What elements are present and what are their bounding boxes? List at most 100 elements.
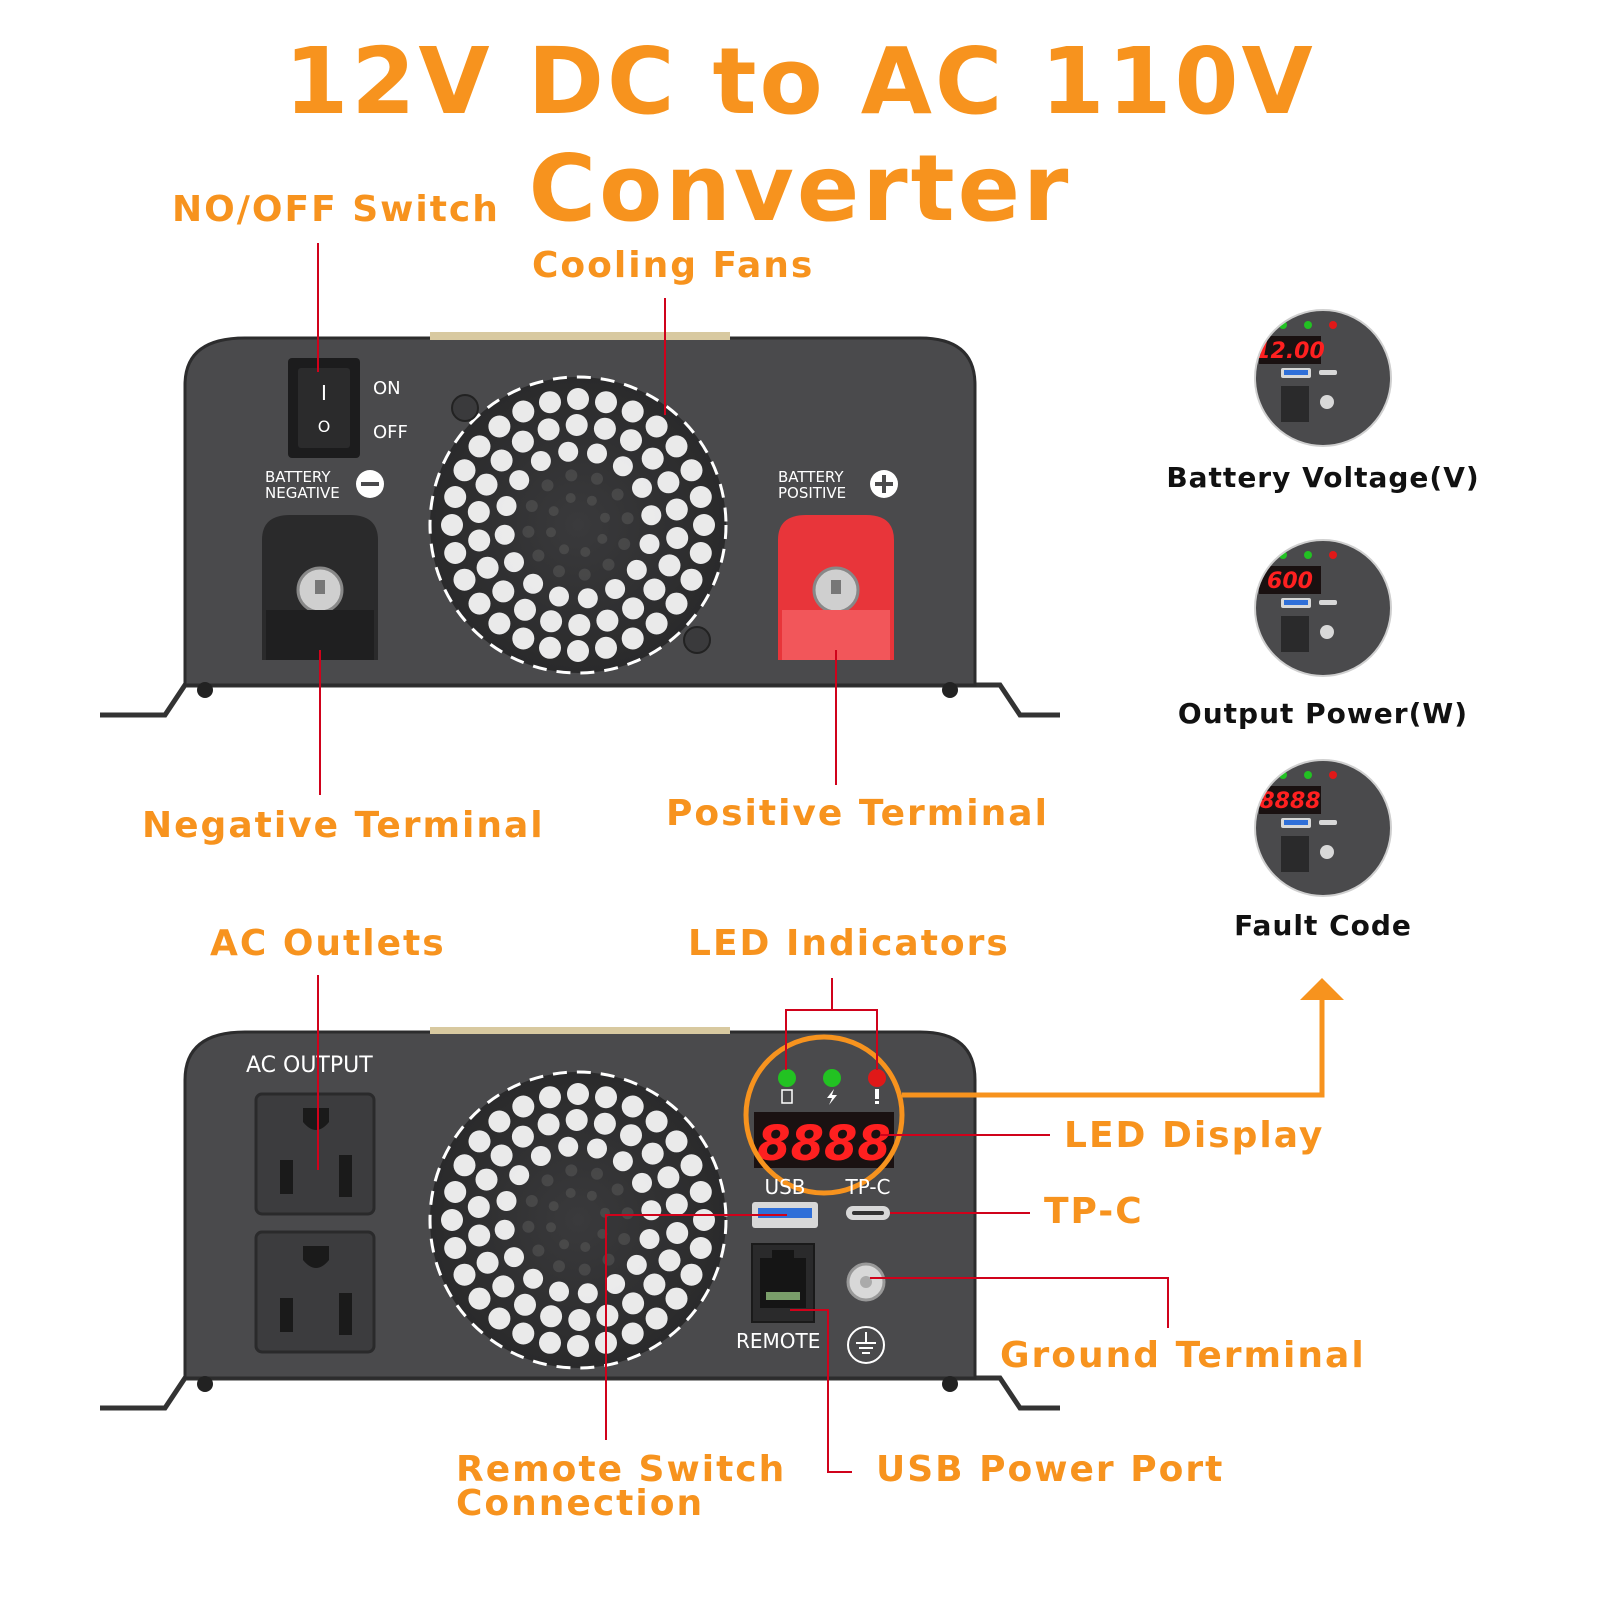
mode-label-battery-voltage: Battery Voltage(V) [1166, 461, 1480, 494]
switch-on-glyph: I [321, 381, 327, 405]
fan-grille-hole [689, 1181, 712, 1203]
fan-grille-hole [626, 1254, 647, 1275]
fan-grille-hole [453, 1154, 476, 1177]
fan-grille-hole [568, 614, 591, 636]
tpc-label: TP-C [844, 1175, 890, 1199]
fan-grille-hole [611, 488, 624, 501]
led-power [823, 1069, 841, 1087]
fan-grille-hole [665, 1130, 688, 1153]
fan-grille-hole [622, 597, 645, 620]
fan-grille-hole [488, 612, 511, 635]
fan-grille-hole [645, 1307, 668, 1330]
fan-grille-hole [546, 1222, 556, 1233]
fan-grille-hole [621, 512, 634, 525]
fan-grille-hole [441, 514, 463, 536]
arrow-up-icon [1300, 978, 1344, 1000]
fan-grille-hole [665, 498, 688, 521]
fan-grille-hole [645, 612, 668, 635]
negative-terminal[interactable] [262, 515, 378, 660]
fan-grille-hole [530, 451, 551, 471]
fan-grille-hole [559, 544, 570, 555]
panel-top-edge [430, 332, 730, 340]
screw-icon [683, 626, 711, 654]
fan-grille-hole [693, 1209, 715, 1231]
usb-label: USB [764, 1175, 805, 1199]
fan-grille-hole [453, 1263, 476, 1286]
fan-grille-hole [643, 1273, 666, 1296]
ac-outlet-2[interactable] [254, 1230, 376, 1354]
fan-grille-hole [639, 1229, 660, 1249]
fan-grille-hole [586, 495, 597, 506]
fan-grille-hole [600, 512, 610, 523]
rubber-foot [942, 682, 958, 698]
fan-grille-hole [611, 1183, 624, 1196]
thumbnail-border [1254, 759, 1392, 897]
fan-grille-hole [618, 538, 631, 550]
fan-grille-hole [558, 1136, 579, 1157]
fan-grille-hole [468, 435, 491, 458]
fan-grille-hole [580, 1242, 591, 1252]
fan-grille-hole [539, 391, 561, 414]
remote-port[interactable] [751, 1243, 815, 1323]
fan-grille-hole [621, 1322, 644, 1345]
fan-grille-hole [612, 456, 633, 477]
fan-grille-hole [643, 578, 666, 601]
callout-negative-terminal: Negative Terminal [142, 805, 545, 846]
fan-grille-hole [509, 1165, 530, 1186]
fan-grille-hole [496, 496, 517, 516]
led-display [754, 1112, 894, 1168]
fan-grille-hole [444, 1181, 467, 1203]
fan-grille-hole [605, 1274, 626, 1294]
fan-grille-hole [523, 573, 544, 594]
fan-grille-hole [620, 1124, 642, 1147]
fan-grille-hole [453, 568, 476, 591]
fan-grille-hole [602, 558, 615, 571]
fan-grille-hole [586, 1190, 597, 1201]
fan-grille-hole [539, 1086, 561, 1109]
fan-grille-hole [621, 1095, 644, 1118]
fan-grille-hole [641, 1142, 664, 1165]
ground-terminal[interactable] [846, 1262, 886, 1302]
fan-grille-hole [514, 1293, 536, 1316]
fan-grille-hole [565, 493, 576, 503]
thumbnail-border [1254, 309, 1392, 447]
led-indicators [778, 1069, 886, 1105]
fan-grille-hole [577, 1283, 598, 1304]
fan-grille-hole [441, 1209, 463, 1231]
fan-grille-hole [553, 565, 565, 578]
fan-grille-hole [467, 1196, 490, 1218]
leader-led-right [832, 1009, 878, 1070]
fan-grille-hole [591, 1167, 603, 1180]
dc-panel: I O ON OFF BATTERY NEGATIVE BATTERY POSI… [100, 332, 1060, 718]
tpc-port[interactable] [846, 1206, 890, 1220]
fan-grille-hole [567, 1335, 589, 1357]
mounting-foot-top [100, 682, 1060, 718]
fan-grille-hole [541, 479, 554, 492]
fan-grille-hole [475, 1168, 498, 1191]
fan-grille-hole [621, 400, 644, 423]
leader-usb [790, 1309, 852, 1473]
fan-grille-hole [511, 430, 534, 453]
fan-grille-hole [541, 1174, 554, 1187]
battery-negative-label-1: BATTERY [265, 468, 331, 486]
fan-grille-hole [530, 1146, 551, 1166]
positive-terminal[interactable] [778, 515, 894, 660]
fan-grille-hole [476, 1251, 499, 1274]
fan-grille-hole [665, 1193, 688, 1216]
fan-grille-hole [468, 1287, 491, 1310]
callout-led-display: LED Display [1064, 1115, 1325, 1156]
fan-grille-hole [567, 388, 589, 410]
fan-grille-hole [496, 1191, 517, 1211]
battery-icon [781, 1089, 793, 1104]
fan-grille-hole [621, 1207, 634, 1220]
screw-icon [451, 394, 479, 422]
ac-outlet-1[interactable] [254, 1092, 376, 1216]
thumbnail-display-digits: 600 [1267, 569, 1313, 594]
led-display-digits: 8888 [757, 1116, 891, 1172]
ac-output-label: AC OUTPUT [246, 1053, 373, 1078]
fan-grille-hole [622, 1292, 645, 1315]
fan-grille-hole [468, 592, 491, 615]
fan-grille-hole [632, 477, 652, 498]
fan-grille-hole [597, 533, 608, 544]
fan-grille-hole [488, 1110, 511, 1133]
